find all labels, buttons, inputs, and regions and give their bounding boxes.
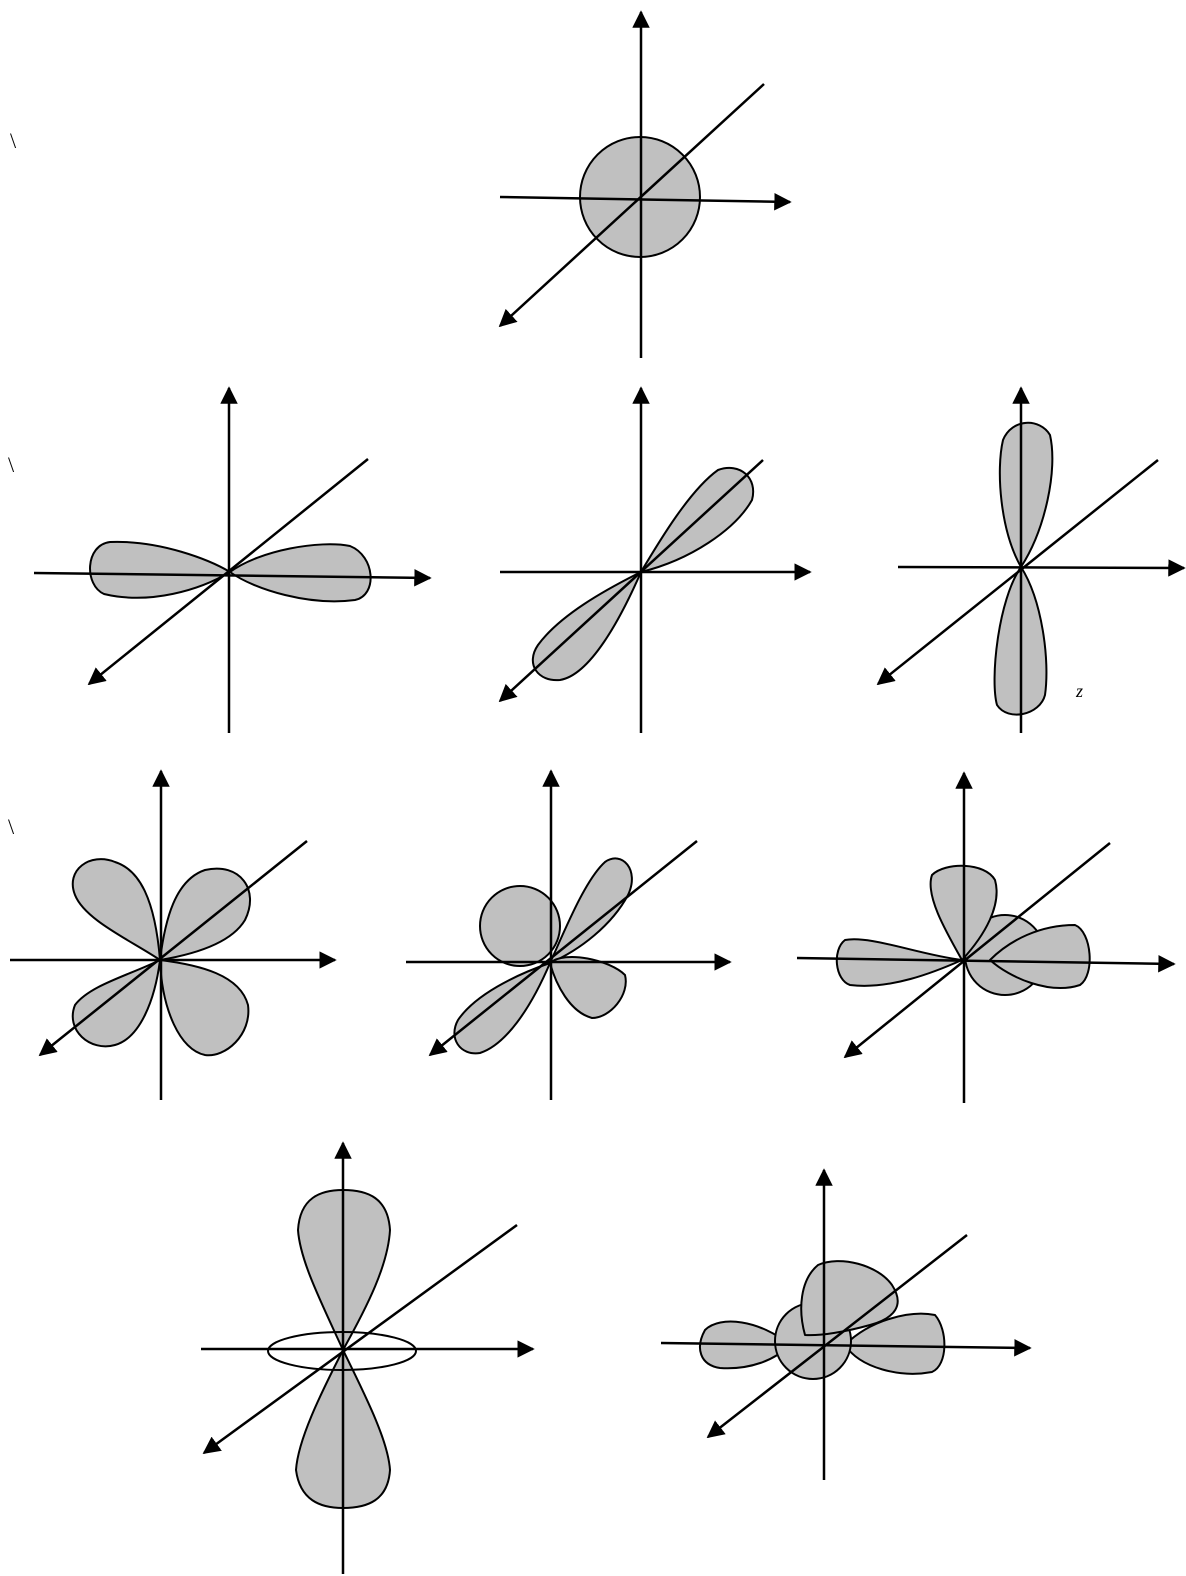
row-marker-1: \ (10, 128, 17, 153)
row-marker-2: \ (8, 452, 15, 477)
depth-axis (500, 460, 763, 701)
row-marker-3: \ (8, 814, 15, 839)
z-axis-label: z (1075, 681, 1083, 701)
lobe-sphere (480, 886, 560, 966)
lobe-upper-right (160, 869, 250, 960)
depth-axis (500, 84, 764, 326)
d-bottom-right-orbital-figure (661, 1170, 1030, 1480)
depth-axis (430, 841, 697, 1055)
lobe-upper-left (73, 859, 160, 960)
lobe-lower-right (160, 960, 248, 1055)
s-orbital-figure (500, 12, 790, 358)
lobe-lower-left (73, 960, 160, 1046)
lobe-upper-right (550, 858, 632, 963)
d-complex-orbital-figure (797, 773, 1174, 1103)
p-diagonal-orbital-figure (500, 388, 810, 733)
dz2-orbital-figure (201, 1143, 533, 1574)
d-mixed-orbital-figure (406, 771, 730, 1100)
lobe-lower-right (550, 957, 626, 1018)
d-cloverleaf-orbital-figure (10, 771, 335, 1100)
lobe-upper (1000, 423, 1053, 567)
lobe-lower-left (454, 963, 550, 1053)
lobe-left (90, 542, 230, 598)
p-vertical-orbital-figure: z (878, 388, 1184, 733)
horizontal-axis (898, 567, 1184, 568)
p-horizontal-orbital-figure (34, 388, 430, 733)
